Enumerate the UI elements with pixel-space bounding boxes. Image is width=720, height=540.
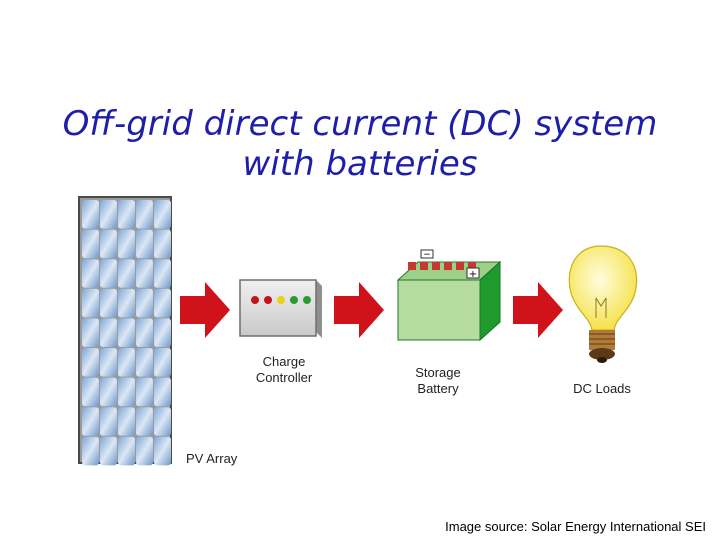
- image-source-caption: Image source: Solar Energy International…: [445, 519, 706, 534]
- solar-cell: [100, 259, 117, 288]
- solar-cell: [82, 318, 99, 347]
- indicator-red-light: [264, 296, 272, 304]
- solar-cell: [100, 348, 117, 377]
- indicator-yellow-light: [277, 296, 285, 304]
- solar-cell: [136, 229, 153, 259]
- solar-cell: [154, 436, 171, 466]
- solar-cell: [118, 436, 135, 466]
- solar-cell: [154, 288, 171, 318]
- solar-cell: [118, 200, 135, 229]
- solar-cell: [100, 229, 117, 259]
- solar-cell: [82, 407, 99, 436]
- solar-cell: [118, 348, 135, 377]
- solar-cell: [100, 200, 117, 229]
- solar-cell: [136, 436, 153, 466]
- storage-battery-label: Storage Battery: [398, 365, 478, 397]
- solar-cell: [100, 288, 117, 318]
- charge-controller-label-line-1: Charge: [262, 354, 306, 369]
- solar-cell: [82, 436, 99, 466]
- right-arrow-icon: [334, 282, 384, 338]
- dc-loads-label: DC Loads: [573, 381, 631, 396]
- solar-cell: [154, 229, 171, 259]
- solar-cell: [118, 407, 135, 436]
- title-line-1: Off-grid direct current (DC) system: [62, 104, 658, 144]
- solar-cell: [82, 259, 99, 288]
- solar-cell: [154, 407, 171, 436]
- indicator-green-light: [290, 296, 298, 304]
- solar-cell: [136, 259, 153, 288]
- solar-cell: [136, 407, 153, 436]
- solar-cell: [154, 377, 171, 407]
- solar-cell: [82, 288, 99, 318]
- solar-cell: [82, 229, 99, 259]
- solar-cell: [100, 436, 117, 466]
- solar-cell: [100, 377, 117, 407]
- solar-cell: [154, 318, 171, 347]
- charge-controller-label-line-2: Controller: [255, 370, 313, 385]
- solar-panel-icon: [78, 196, 172, 466]
- solar-cell: [100, 407, 117, 436]
- solar-cell: [118, 318, 135, 347]
- storage-battery-label-line-1: Storage: [415, 365, 461, 380]
- right-arrow-icon: [513, 282, 563, 338]
- solar-cell: [136, 318, 153, 347]
- svg-text:−: −: [423, 250, 431, 260]
- solar-cell: [154, 200, 171, 229]
- solar-cell: [118, 288, 135, 318]
- solar-cell: [136, 377, 153, 407]
- charge-controller-label: Charge Controller: [238, 354, 330, 386]
- solar-cell: [118, 229, 135, 259]
- charge-controller-icon: [239, 279, 322, 338]
- solar-cell: [82, 200, 99, 229]
- indicator-red-light: [251, 296, 259, 304]
- page-title: Off-grid direct current (DC) system with…: [0, 104, 720, 184]
- battery-terminals: − +: [408, 249, 480, 280]
- solar-cell: [136, 348, 153, 377]
- battery-icon: − +: [396, 249, 502, 342]
- solar-cell: [154, 348, 171, 377]
- indicator-green-light: [303, 296, 311, 304]
- solar-cell: [82, 377, 99, 407]
- solar-cell: [136, 288, 153, 318]
- title-line-2: with batteries: [242, 144, 478, 184]
- solar-cell: [118, 377, 135, 407]
- solar-cell: [136, 200, 153, 229]
- solar-cell: [118, 259, 135, 288]
- solar-cell: [82, 348, 99, 377]
- pv-array-label: PV Array: [186, 451, 238, 466]
- light-bulb-icon: [568, 245, 638, 363]
- svg-text:+: +: [469, 269, 477, 280]
- right-arrow-icon: [180, 282, 230, 338]
- solar-cell: [100, 318, 117, 347]
- solar-cell: [154, 259, 171, 288]
- storage-battery-label-line-2: Battery: [417, 381, 459, 396]
